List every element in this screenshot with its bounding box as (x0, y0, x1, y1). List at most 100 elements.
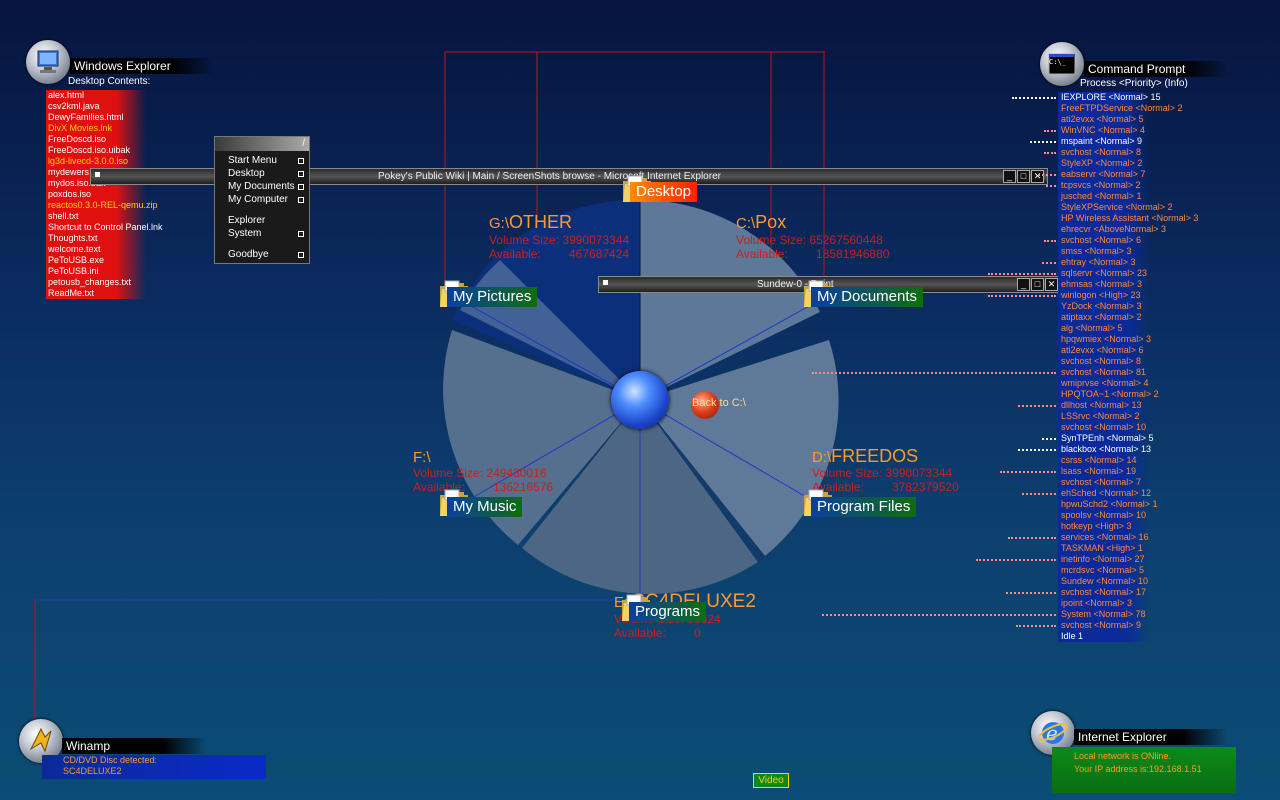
process-row[interactable]: System <Normal> 78 (822, 609, 1150, 620)
process-row[interactable]: YzDock <Normal> 3 (1058, 301, 1150, 312)
process-row[interactable]: HPQTOA~1 <Normal> 2 (1058, 389, 1159, 400)
desktop-file-item[interactable]: ReadMe.txt (48, 288, 95, 298)
process-row[interactable]: lsass <Normal> 19 (1000, 466, 1150, 477)
process-row[interactable]: StyleXP <Normal> 2 (1058, 158, 1150, 169)
drive-c-label[interactable]: C:\Pox (736, 212, 787, 232)
desktop-file-item[interactable]: PeToUSB.ini (48, 266, 99, 276)
desktop-file-item[interactable]: FreeDoscd.iso.uibak (48, 145, 131, 155)
menu-item-system[interactable]: System (228, 228, 306, 240)
drive-d-label[interactable]: D:\FREEDOS (812, 446, 919, 466)
process-row[interactable]: winlogon <High> 23 (988, 290, 1150, 301)
desktop-file-item[interactable]: Shortcut to Control Panel.lnk (48, 222, 163, 232)
folder-program-files-label[interactable]: Program Files (811, 497, 917, 517)
process-row[interactable]: LSSrvc <Normal> 2 (1058, 411, 1150, 422)
process-row[interactable]: svchost <Normal> 17 (1006, 587, 1150, 598)
folder-my-pictures-label[interactable]: My Pictures (447, 287, 538, 307)
ie-minimize-button[interactable]: _ (1003, 170, 1016, 183)
process-row[interactable]: smss <Normal> 3 (1058, 246, 1150, 257)
process-row[interactable]: ehmsas <Normal> 3 (1058, 279, 1150, 290)
process-row[interactable]: svchost <Normal> 8 (1044, 147, 1150, 158)
process-row[interactable]: SynTPEnh <Normal> 5 (1042, 433, 1154, 444)
cmd-orb[interactable]: C:\_ (1040, 42, 1084, 86)
desktop-file-item[interactable]: shell.txt (48, 211, 79, 221)
menu-item-explorer[interactable]: Explorer (228, 215, 266, 226)
process-row[interactable]: alg <Normal> 5 (1058, 323, 1150, 334)
menu-item-my-documents[interactable]: My Documents (228, 181, 306, 193)
process-row[interactable]: svchost <Normal> 7 (1058, 477, 1150, 488)
process-row[interactable]: dllhost <Normal> 13 (1018, 400, 1150, 411)
process-row[interactable]: mspaint <Normal> 9 (1030, 136, 1150, 147)
process-row[interactable]: inetinfo <Normal> 27 (976, 554, 1150, 565)
paint-close-button[interactable]: ✕ (1045, 278, 1058, 291)
process-row[interactable]: tcpsvcs <Normal> 2 (1046, 180, 1150, 191)
drive-g-label[interactable]: G:\OTHER (489, 212, 573, 232)
process-row[interactable]: ehtray <Normal> 3 (1042, 257, 1150, 268)
desktop-file-item[interactable]: PeToUSB.exe (48, 255, 105, 265)
process-row[interactable]: csrss <Normal> 14 (1058, 455, 1150, 466)
folder-programs-label[interactable]: Programs (629, 602, 707, 622)
desktop-file-item[interactable]: DivX Movies.lnk (48, 123, 113, 133)
process-row[interactable]: spoolsv <Normal> 10 (1058, 510, 1150, 521)
desktop-file-item[interactable]: csv2kml.java (48, 101, 100, 111)
menu-item-desktop[interactable]: Desktop (228, 168, 306, 180)
process-row[interactable]: blackbox <Normal> 13 (1018, 444, 1151, 455)
drive-f-label[interactable]: F:\ (413, 449, 431, 466)
process-row[interactable]: Sundew <Normal> 10 (1058, 576, 1150, 587)
process-row[interactable]: services <Normal> 16 (1008, 532, 1150, 543)
paint-maximize-button[interactable]: □ (1031, 278, 1044, 291)
ie-close-button[interactable]: ✕ (1031, 170, 1044, 183)
process-row[interactable]: hpwuSchd2 <Normal> 1 (1058, 499, 1158, 510)
back-to-c-label[interactable]: Back to C:\ (692, 397, 746, 409)
folder-desktop-label[interactable]: Desktop (630, 182, 698, 202)
process-row[interactable]: svchost <Normal> 8 (1058, 356, 1150, 367)
desktop-file-item[interactable]: mydos.iso.bak (48, 178, 106, 188)
back-orb-icon[interactable] (691, 391, 719, 419)
ie-maximize-button[interactable]: □ (1017, 170, 1030, 183)
process-row[interactable]: ehSched <Normal> 12 (1022, 488, 1151, 499)
process-row[interactable]: FreeFTPDService <Normal> 2 (1058, 103, 1183, 114)
process-row[interactable]: ati2evxx <Normal> 5 (1058, 114, 1150, 125)
process-row[interactable]: sqlservr <Normal> 23 (988, 268, 1150, 279)
menu-item-my-computer[interactable]: My Computer (228, 194, 306, 206)
desktop-file-item[interactable]: poxdos.iso (48, 189, 92, 199)
process-row[interactable]: svchost <Normal> 9 (1016, 620, 1150, 631)
process-row[interactable]: TASKMAN <High> 1 (1058, 543, 1150, 554)
video-button[interactable]: Video (753, 773, 789, 788)
process-row[interactable]: ati2evxx <Normal> 6 (1058, 345, 1150, 356)
process-row[interactable]: ehrecvr <AboveNormal> 3 (1058, 224, 1166, 235)
desktop-file-item[interactable]: reactos0.3.0-REL-qemu.zip (48, 200, 158, 210)
desktop-file-item[interactable]: mydewers (48, 167, 90, 177)
ie-window-titlebar[interactable]: Pokey's Public Wiki | Main / ScreenShots… (90, 168, 1048, 185)
process-row[interactable]: svchost <Normal> 10 (1058, 422, 1150, 433)
menu-item-goodbye[interactable]: Goodbye (228, 249, 306, 261)
process-row[interactable]: Idle 1 (1058, 631, 1150, 642)
process-row[interactable]: StyleXPService <Normal> 2 (1058, 202, 1173, 213)
window-menu-icon[interactable] (95, 172, 100, 177)
process-row[interactable]: svchost <Normal> 6 (1044, 235, 1150, 246)
paint-minimize-button[interactable]: _ (1017, 278, 1030, 291)
process-row[interactable]: mcrdsvc <Normal> 5 (1058, 565, 1150, 576)
process-row[interactable]: hpqwmiex <Normal> 3 (1058, 334, 1151, 345)
process-row[interactable]: WinVNC <Normal> 4 (1044, 125, 1150, 136)
explorer-orb[interactable] (26, 40, 70, 84)
process-row[interactable]: HP Wireless Assistant <Normal> 3 (1058, 213, 1198, 224)
home-globe-icon[interactable] (611, 371, 669, 429)
desktop-file-item[interactable]: lg3d-livecd-3.0.0.iso (48, 156, 129, 166)
process-row[interactable]: hotkeyp <High> 3 (1058, 521, 1150, 532)
desktop-file-item[interactable]: welcome.text (48, 244, 101, 254)
desktop-file-item[interactable]: Thoughts.txt (48, 233, 98, 243)
desktop-file-item[interactable]: alex.html (48, 90, 85, 100)
process-row[interactable]: IEXPLORE <Normal> 15 (1012, 92, 1161, 103)
process-row[interactable]: ipoint <Normal> 3 (1058, 598, 1150, 609)
window-menu-icon[interactable] (603, 280, 608, 285)
winamp-orb[interactable] (19, 719, 63, 763)
process-row[interactable]: eabservr <Normal> 7 (1038, 169, 1150, 180)
process-row[interactable]: atiptaxx <Normal> 2 (1058, 312, 1150, 323)
desktop-file-item[interactable]: FreeDoscd.iso (48, 134, 107, 144)
folder-my-documents-label[interactable]: My Documents (811, 287, 924, 307)
folder-my-music-label[interactable]: My Music (447, 497, 523, 517)
process-row[interactable]: jusched <Normal> 1 (1058, 191, 1150, 202)
process-row[interactable]: wmiprvse <Normal> 4 (1058, 378, 1150, 389)
process-row[interactable]: svchost <Normal> 81 (812, 367, 1150, 378)
desktop-file-item[interactable]: DewyFamilies.html (48, 112, 124, 122)
